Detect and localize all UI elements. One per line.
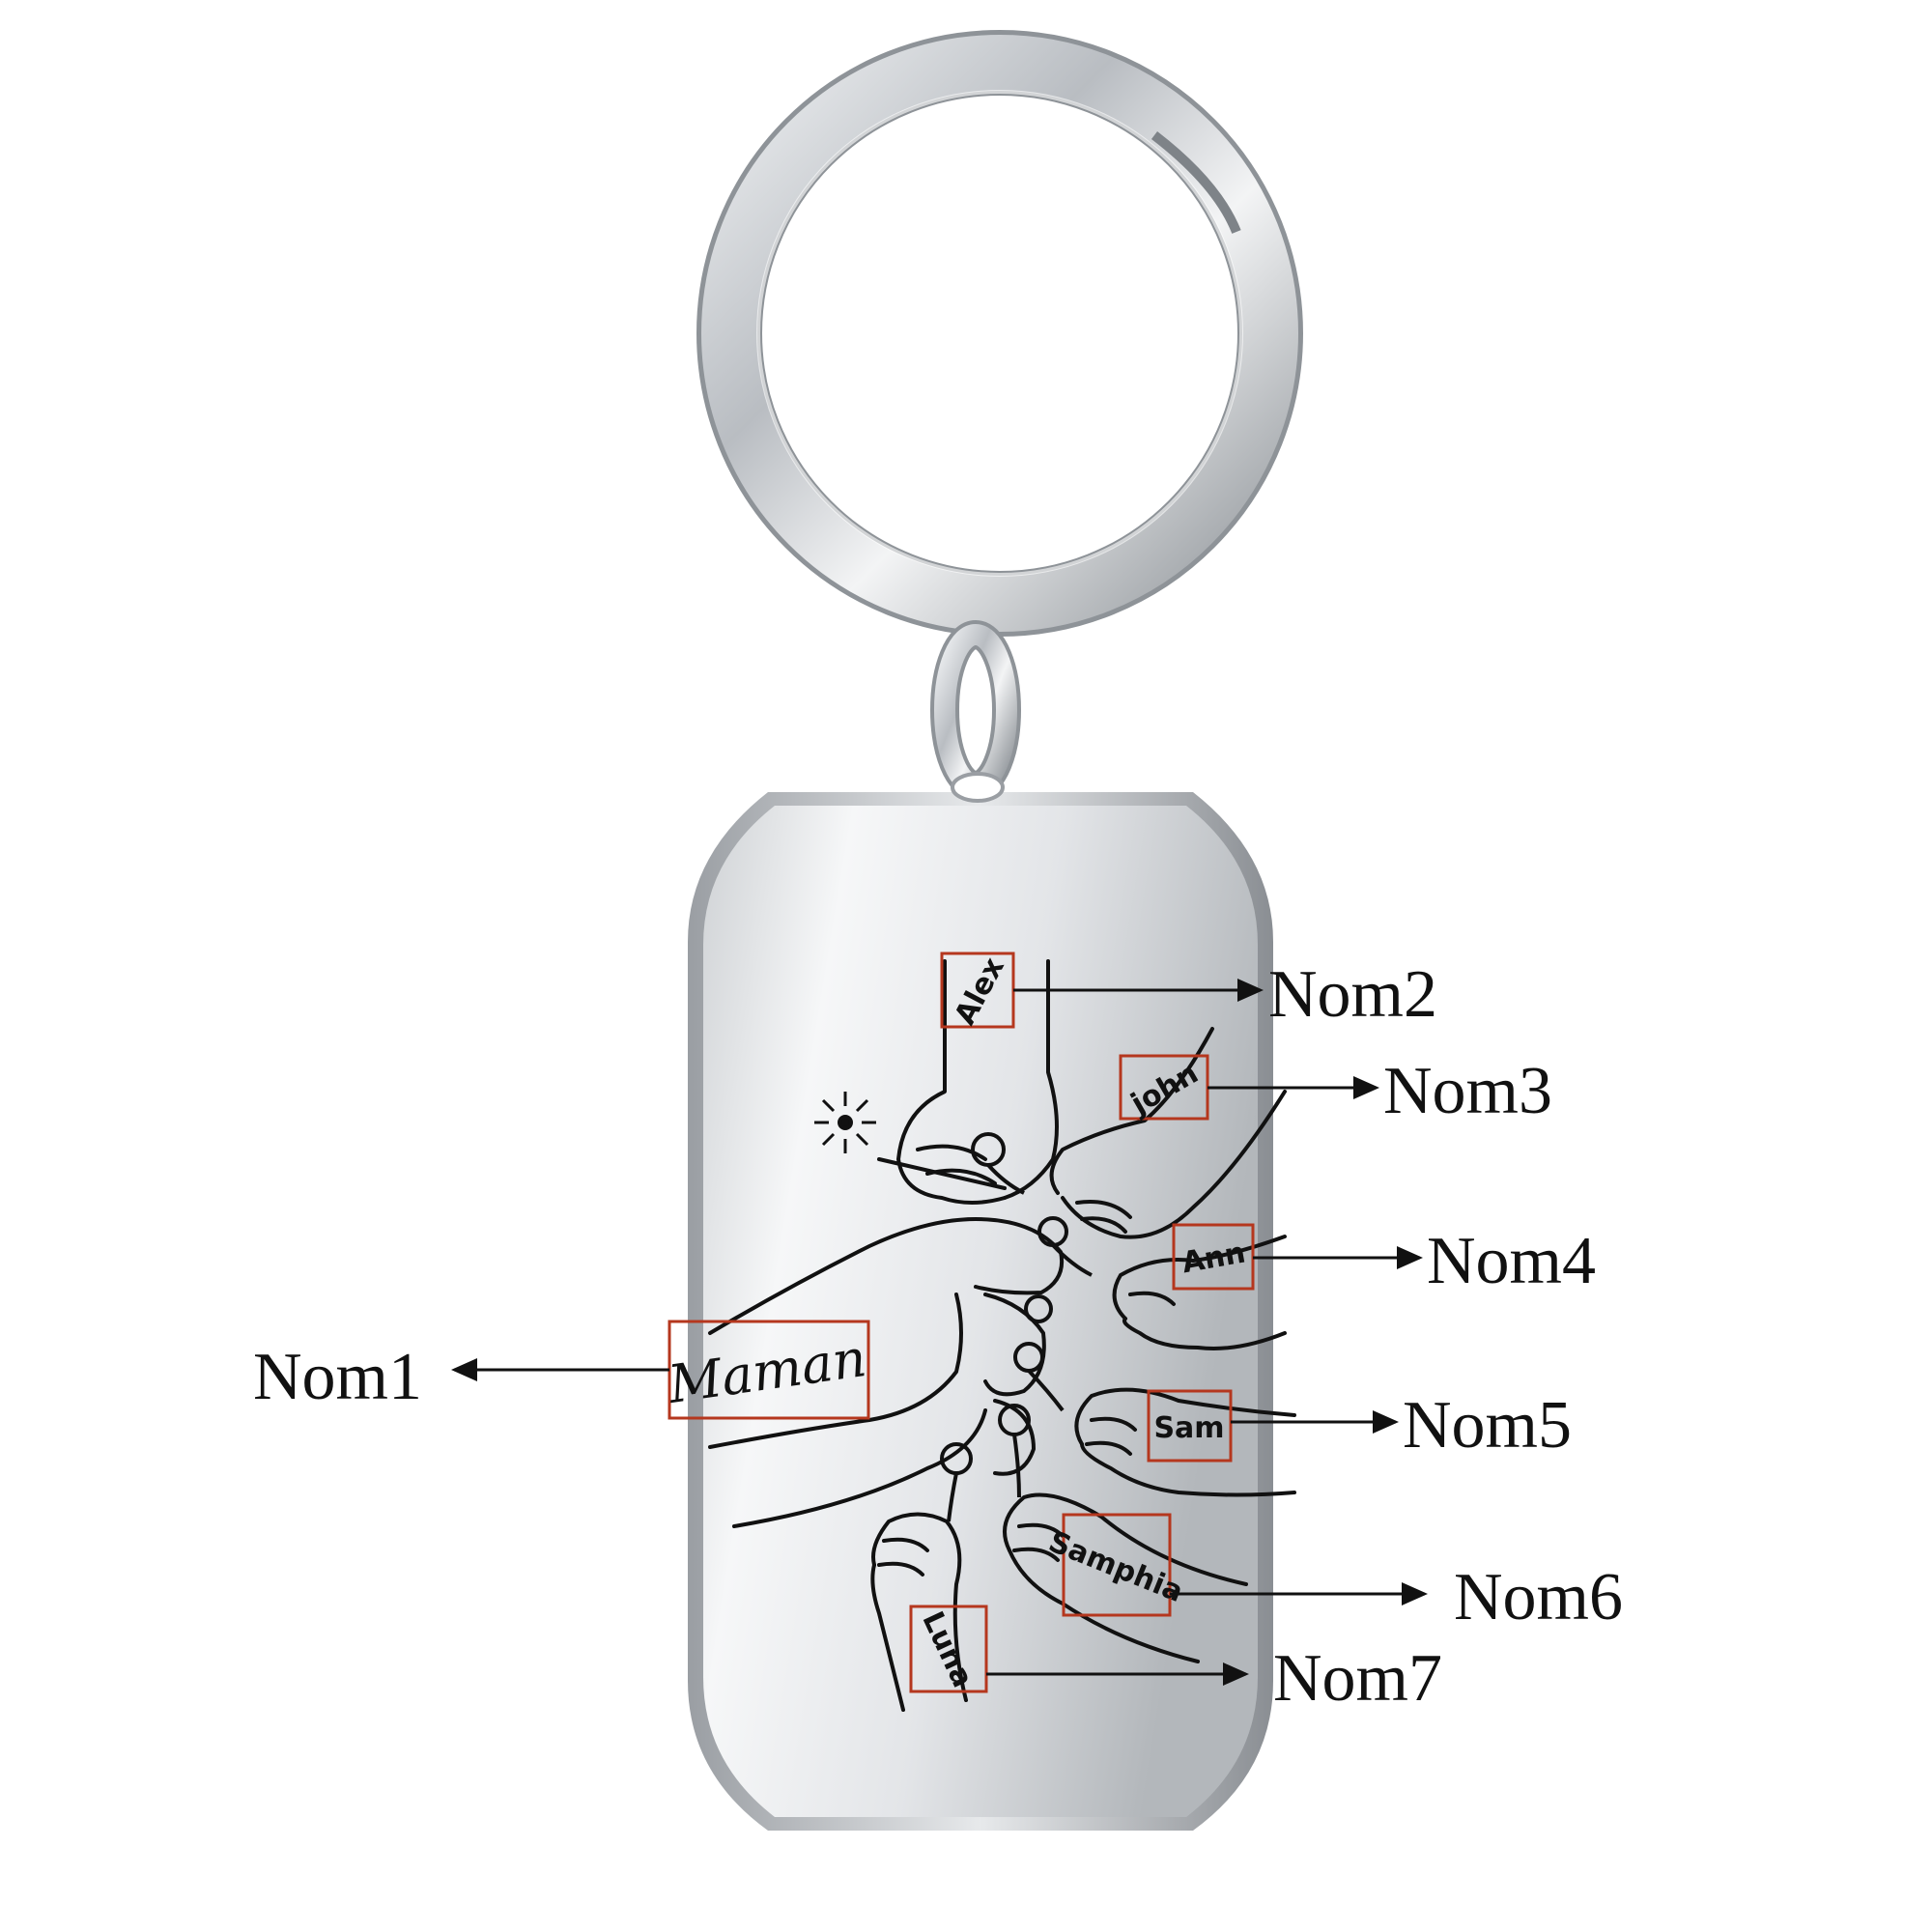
dogtag-icon (688, 772, 1273, 1831)
callout-nom5: Nom5 (1403, 1388, 1572, 1463)
highlight-box-nom5 (1147, 1389, 1233, 1463)
callout-labels: Nom1 Nom2 Nom3 Nom4 Nom5 Nom6 Nom7 (253, 957, 1623, 1716)
jump-ring (930, 620, 1021, 800)
flower-icon (814, 1092, 1093, 1522)
dandelion-icon (814, 1092, 876, 1153)
callout-nom6: Nom6 (1454, 1560, 1623, 1634)
highlight-box-nom7 (909, 1605, 988, 1693)
keyring-icon (696, 30, 1303, 637)
callout-nom2: Nom2 (1268, 957, 1437, 1032)
arrow-icon (451, 979, 1428, 1686)
callout-nom1: Nom1 (253, 1340, 422, 1414)
engraved-name-nom5: Sam (1153, 1411, 1224, 1445)
highlight-box-nom6 (1062, 1513, 1172, 1617)
callout-nom3: Nom3 (1383, 1054, 1552, 1128)
callout-nom4: Nom4 (1427, 1224, 1596, 1298)
hand-illustration (708, 959, 1296, 1712)
callout-nom7: Nom7 (1273, 1641, 1442, 1716)
